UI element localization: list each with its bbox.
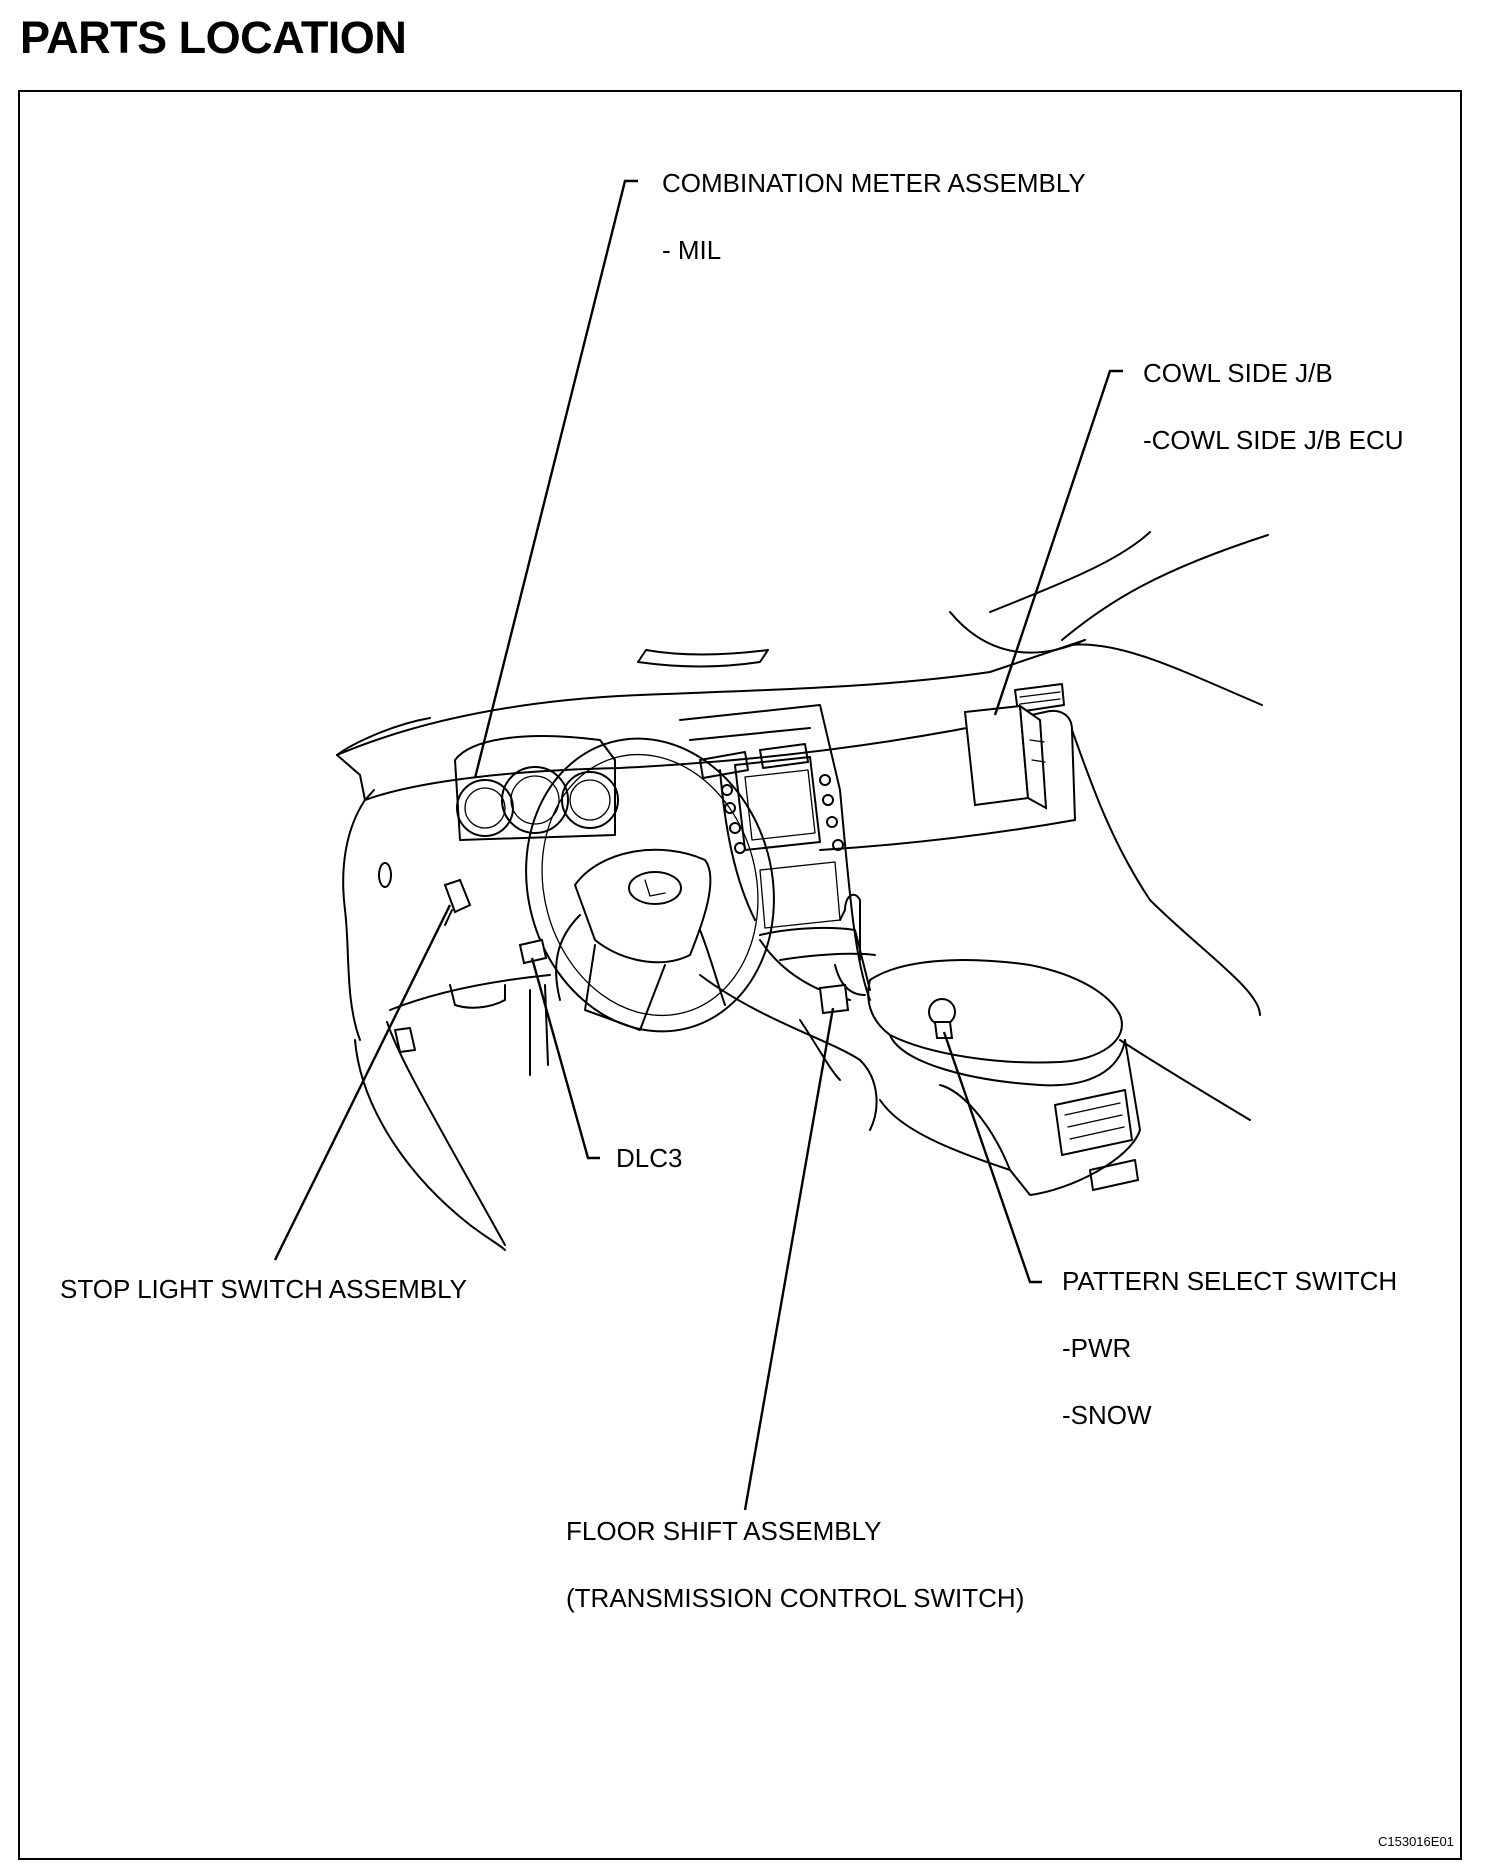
leader-pattern-select-switch [942,1031,1042,1284]
leader-combination-meter [473,179,638,779]
label-pattern-pwr: -PWR [1062,1333,1132,1363]
leader-dlc3 [530,957,600,1160]
label-cowl-side-jb-ecu: -COWL SIDE J/B ECU [1143,425,1404,455]
label-combination-meter: COMBINATION METER ASSEMBLY [662,168,1086,198]
figure-code: C153016E01 [1378,1834,1454,1849]
label-pattern-snow: -SNOW [1062,1400,1152,1430]
cowl-side-jb-part [963,703,1048,810]
leader-lines [273,179,1123,1511]
label-dlc3: DLC3 [616,1143,683,1173]
label-floor-shift-sub: (TRANSMISSION CONTROL SWITCH) [566,1583,1025,1613]
floor-shift-part [818,983,850,1015]
dlc3-part [518,938,548,965]
label-pattern-select-switch: PATTERN SELECT SWITCH [1062,1266,1398,1296]
leader-cowl-side-jb [993,369,1123,716]
leader-floor-shift [743,1007,835,1511]
page-title: PARTS LOCATION [20,12,407,63]
stop-light-switch-part [443,878,472,926]
label-stop-light-switch: STOP LIGHT SWITCH ASSEMBLY [60,1274,467,1304]
pattern-select-switch-part [928,998,956,1039]
dashboard-outline [336,531,1269,1251]
diagram-frame [18,90,1462,1860]
leader-stop-light-switch [273,904,452,1261]
label-floor-shift: FLOOR SHIFT ASSEMBLY [566,1516,882,1546]
label-combination-meter-mil: - MIL [662,235,722,265]
label-cowl-side-jb: COWL SIDE J/B [1143,358,1333,388]
